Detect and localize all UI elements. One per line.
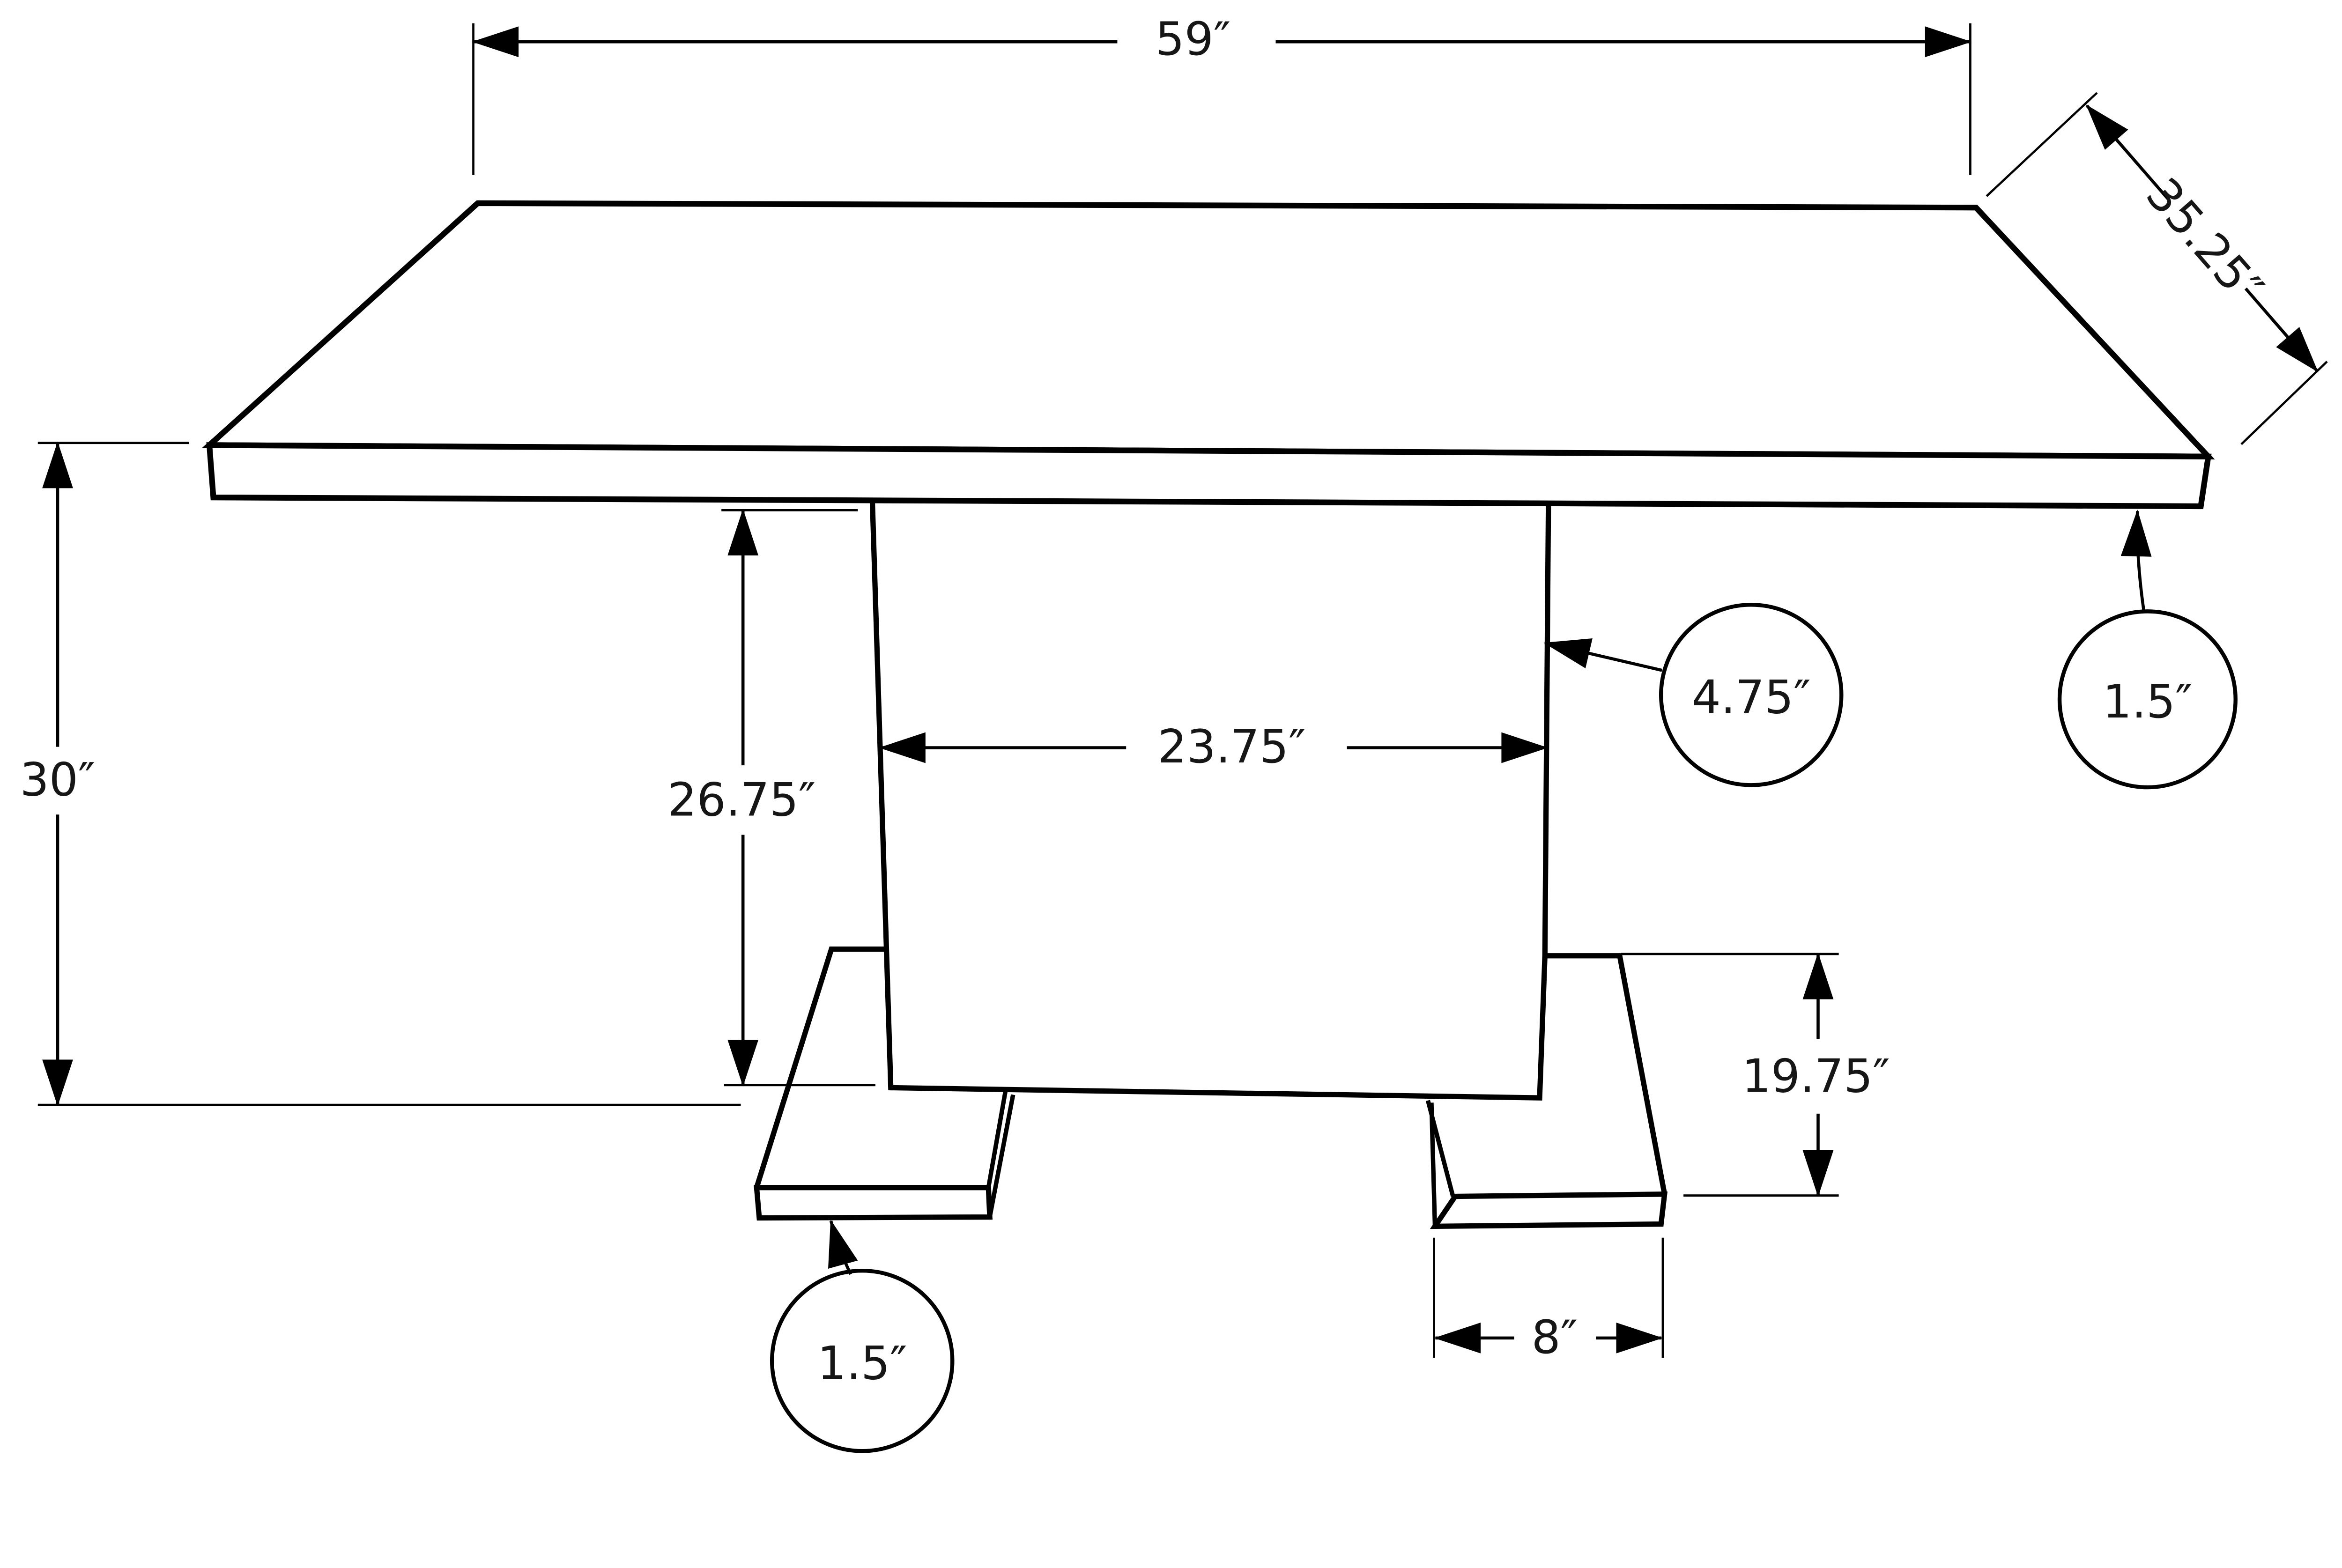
dim-table-length: 59″ [472, 13, 1972, 175]
dim-label-table-length: 59″ [1156, 13, 1231, 66]
dim-label-pedestal-height: 26.75″ [667, 774, 815, 827]
dim-foot-length: 19.75″ [1621, 953, 1890, 1197]
dim-label-table-depth: 35.25″ [2135, 168, 2273, 315]
table-dimension-drawing: 59″ 35.25″ 30″ 26.75″ 23.75″ 19.75″ [20, 12, 2328, 1453]
dimension-diagram: 59″ 35.25″ 30″ 26.75″ 23.75″ 19.75″ [20, 12, 2328, 1453]
dim-foot-width: 8″ [1433, 1237, 1664, 1364]
left-foot-inner-top-edge [986, 1090, 1008, 1188]
left-foot-inner-bottom-edge [987, 1094, 1015, 1218]
dim-line [2244, 287, 2319, 372]
right-foot-step-and-side-edge [1545, 953, 1668, 1195]
tabletop-edge-face [206, 442, 2212, 510]
callout-circle [2057, 609, 2238, 790]
dim-pedestal-height: 26.75″ [667, 509, 875, 1087]
right-foot-end-face [1430, 1191, 1668, 1229]
left-foot-end-face [754, 1185, 993, 1221]
dim-label-foot-thickness: 1.5″ [817, 1337, 907, 1390]
dim-label-table-height: 30″ [20, 753, 96, 806]
dim-label-pedestal-width: 23.75″ [1158, 720, 1306, 774]
dim-label-tabletop-thickness: 1.5″ [2103, 675, 2193, 729]
right-foot [1425, 953, 1668, 1229]
right-foot-inner-bottom-edge [1429, 1102, 1438, 1227]
dim-extension-line [2240, 361, 2328, 445]
dim-label-foot-length: 19.75″ [1742, 1050, 1890, 1103]
dim-extension-line [1986, 92, 2098, 197]
dim-label-pedestal-thickness: 4.75″ [1692, 671, 1811, 725]
callout-foot-thickness: 1.5″ [770, 1220, 955, 1453]
leader-arrow [1543, 638, 1662, 672]
left-foot-step-and-side-edge [754, 947, 887, 1189]
callout-tabletop-thickness: 1.5″ [2057, 510, 2238, 790]
tabletop-top-face [202, 200, 2215, 460]
leader-arrow [2120, 510, 2152, 613]
pedestal-front-face [869, 496, 1551, 1101]
left-foot [754, 947, 1015, 1221]
dim-pedestal-width: 23.75″ [879, 720, 1549, 774]
callout-pedestal-thickness: 4.75″ [1543, 603, 1844, 787]
table-drawing [202, 200, 2215, 1229]
dim-line [2085, 104, 2170, 201]
dim-table-height: 30″ [20, 441, 741, 1107]
dim-label-foot-width: 8″ [1532, 1311, 1578, 1364]
callout-circle [1659, 603, 1844, 787]
leader-arrow [828, 1220, 858, 1275]
callout-circle [770, 1268, 955, 1453]
